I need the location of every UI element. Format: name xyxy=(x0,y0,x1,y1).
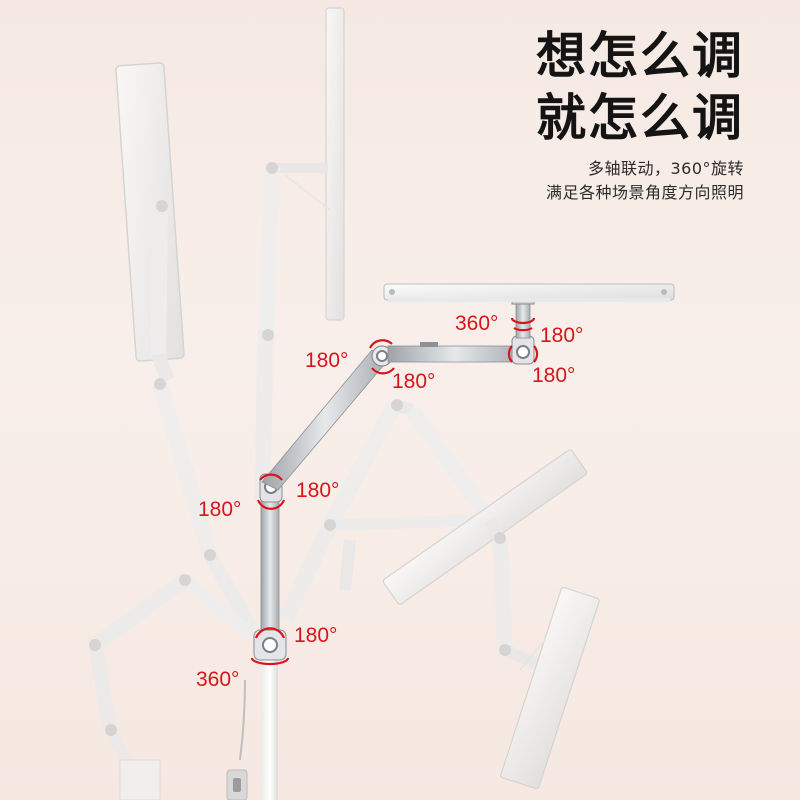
ghost-positions xyxy=(88,7,600,800)
rotate-arrow-base xyxy=(250,657,290,666)
lamp-stand xyxy=(226,660,278,800)
tilt-arrow-base xyxy=(254,627,286,639)
headline-line-2: 就怎么调 xyxy=(536,89,744,147)
ghost-lamp-diagonal-head xyxy=(382,449,588,671)
tilt-arrow-mid xyxy=(256,473,286,510)
subtitle-line-1: 多轴联动，360°旋转 xyxy=(587,159,744,178)
subtitle-line-2: 满足各种场景角度方向照明 xyxy=(545,183,744,202)
label-base-rotate: 360° xyxy=(196,668,239,691)
label-upper-head-rotate: 360° xyxy=(455,312,498,335)
tilt-arrow-head-low xyxy=(507,345,539,363)
ghost-lamp-far-left xyxy=(115,62,259,634)
ghost-lamp-low-left xyxy=(88,573,257,800)
label-base-joint-tilt: 180° xyxy=(294,624,337,647)
headline-line-1: 想怎么调 xyxy=(536,27,744,85)
label-upper-head-joint-low: 180° xyxy=(532,364,575,387)
main-lamp xyxy=(253,283,675,661)
label-mid-joint-left: 180° xyxy=(198,498,241,521)
ghost-lamp-center-vertical xyxy=(254,7,345,501)
label-upper-elbow-left: 180° xyxy=(305,349,348,372)
rotate-arrow-head xyxy=(510,317,536,332)
angle-labels: 360° 180° 180° 180° 180° 180° 180° 180° … xyxy=(196,312,583,691)
ghost-lamp-bottom-right xyxy=(500,586,600,790)
rotation-indicators xyxy=(250,317,539,666)
tilt-arrow-elbow xyxy=(369,339,395,375)
ghost-lamp-a-frame xyxy=(277,399,497,624)
label-mid-joint-right: 180° xyxy=(296,479,339,502)
label-upper-head-tilt: 180° xyxy=(540,324,583,347)
label-upper-elbow-right: 180° xyxy=(392,370,435,393)
